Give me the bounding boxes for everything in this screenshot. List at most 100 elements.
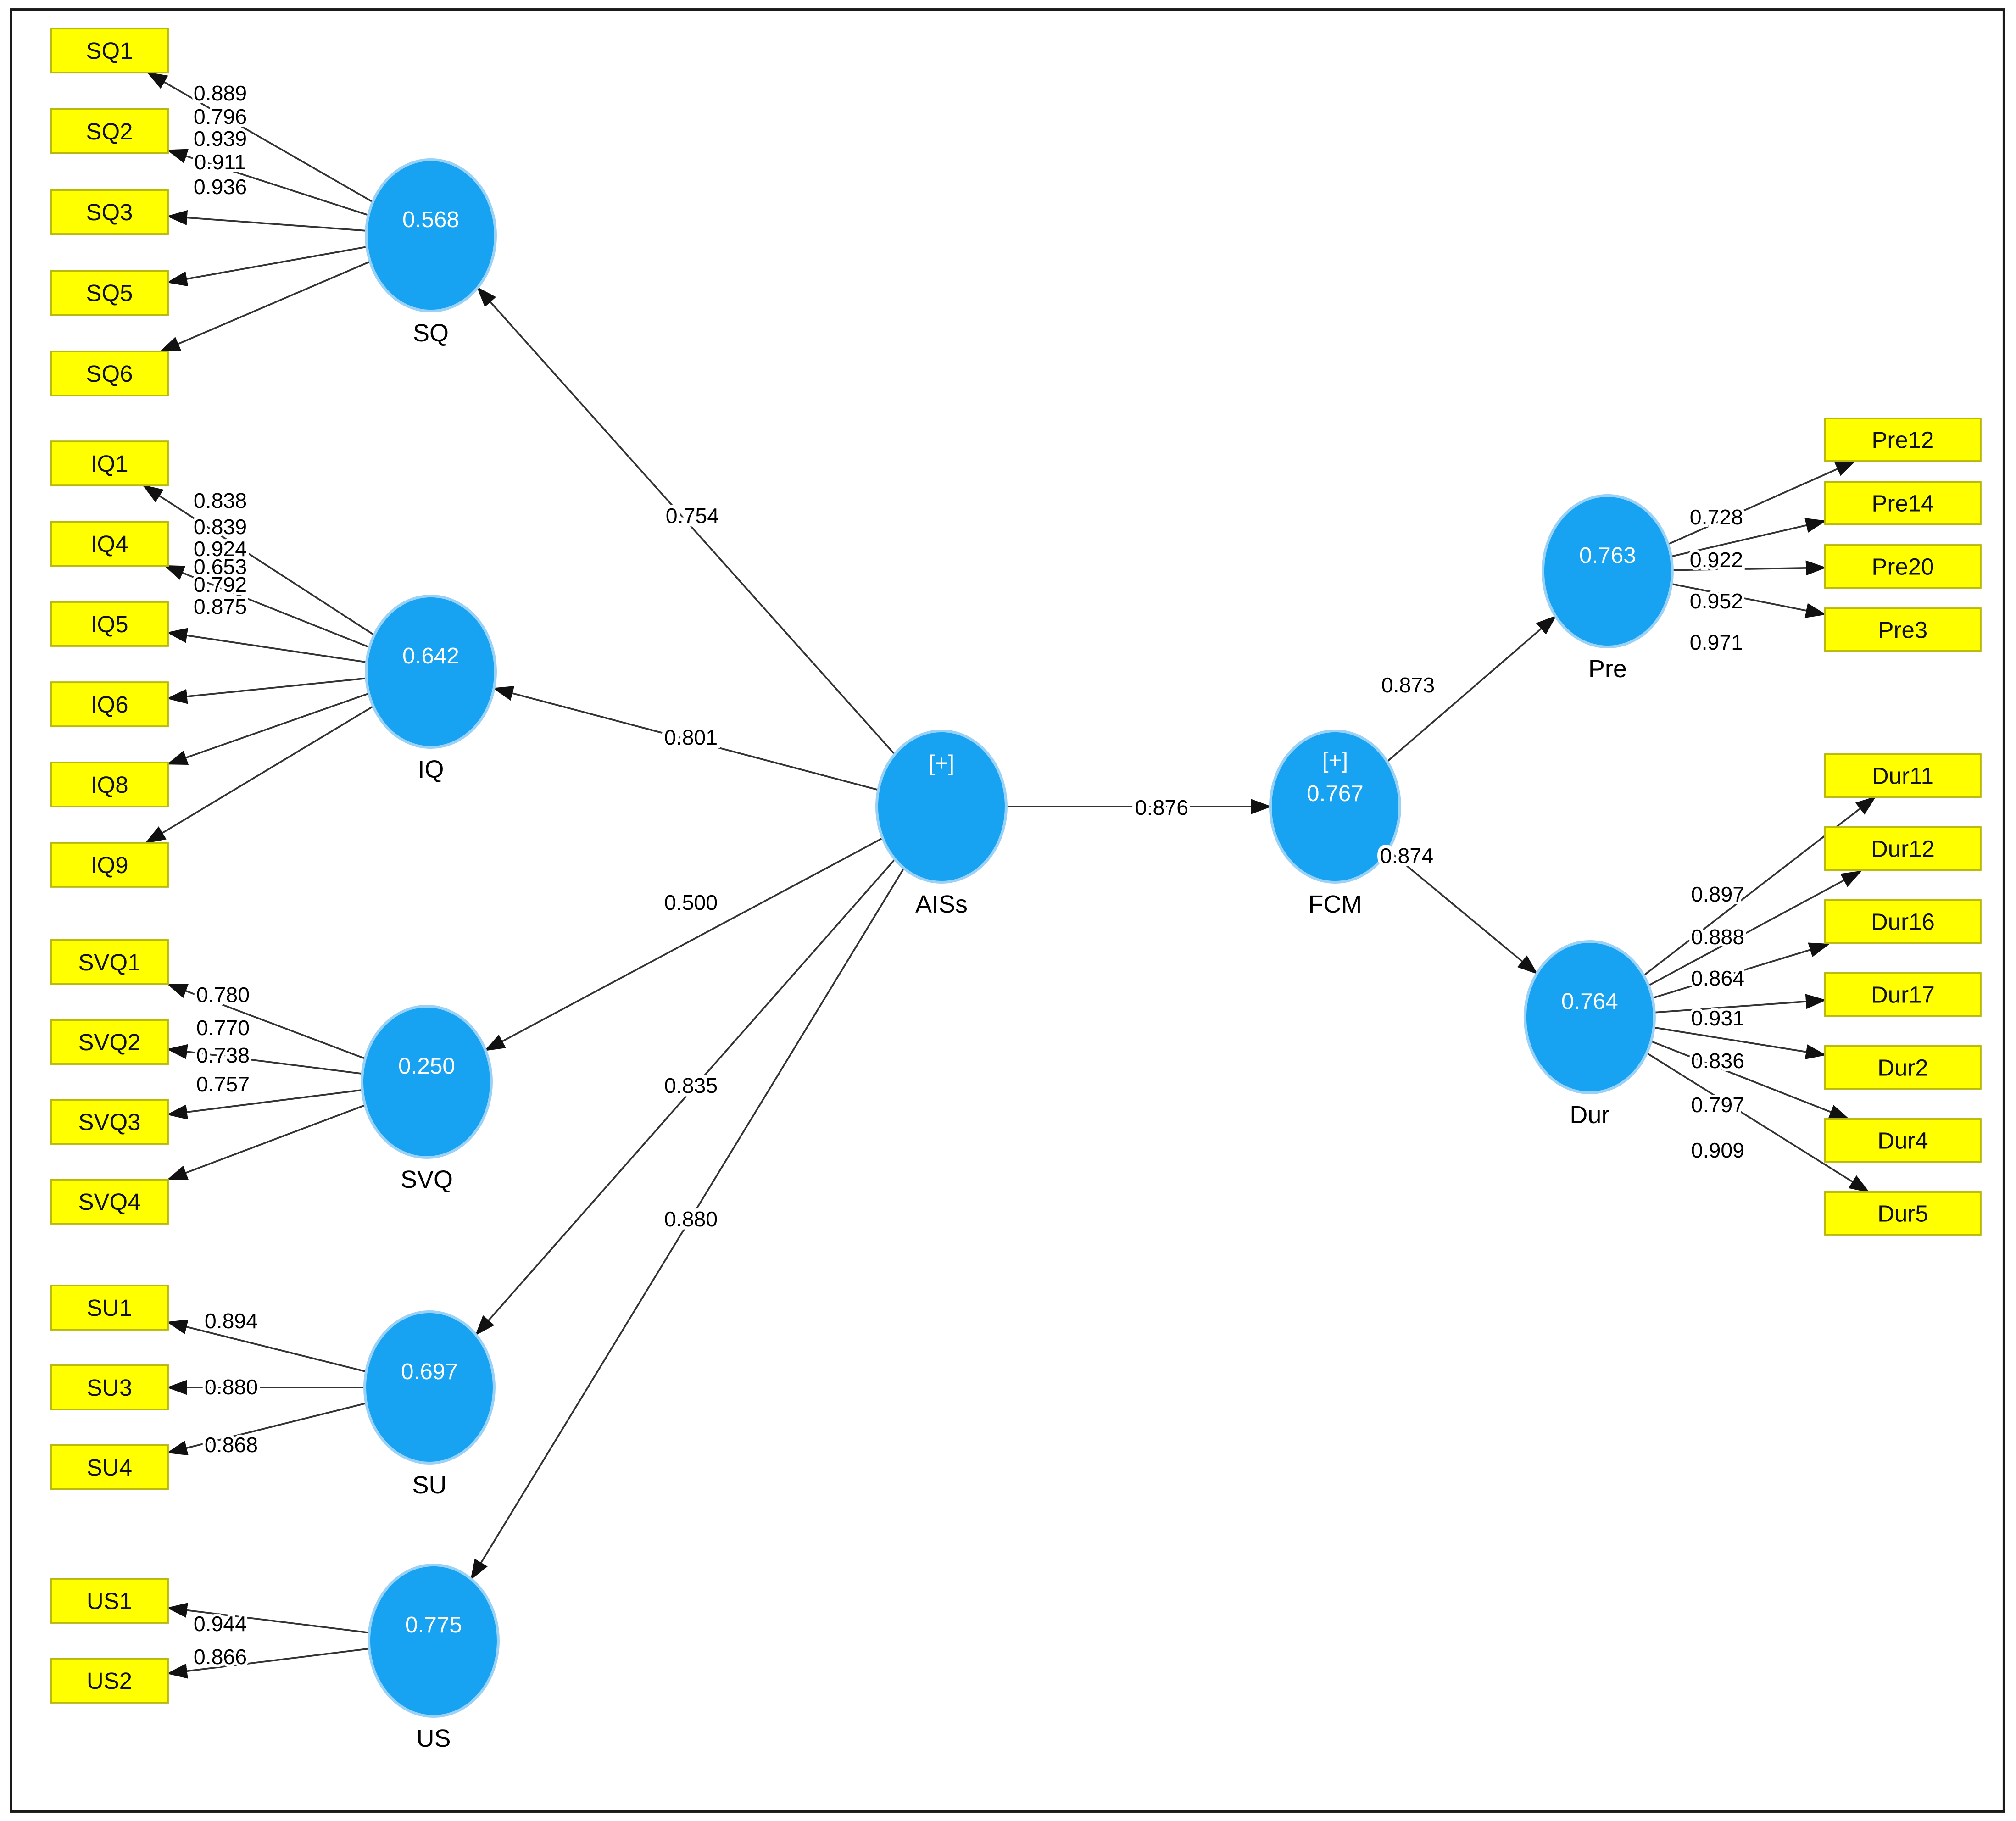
indicator-dur16-label: Dur16 <box>1871 908 1935 935</box>
edge-fcm-pre[interactable] <box>1387 615 1557 763</box>
indicator-dur4-box[interactable] <box>1824 1118 1982 1163</box>
edge-svq-svq1[interactable] <box>167 983 366 1060</box>
edge-aiss-us[interactable] <box>470 868 905 1581</box>
edge-iq-iq9[interactable] <box>145 705 374 844</box>
edge-sq-sq1[interactable] <box>146 72 373 203</box>
construct-su-node[interactable] <box>363 1310 496 1465</box>
indicator-sq1-label: SQ1 <box>86 38 133 64</box>
indicator-iq4-box[interactable] <box>50 521 169 567</box>
indicator-us1-box[interactable] <box>50 1578 169 1624</box>
indicator-us2-box[interactable] <box>50 1658 169 1704</box>
indicator-sq3-box[interactable] <box>50 189 169 235</box>
edge-us-us1[interactable] <box>167 1603 370 1634</box>
edge-svq-svq3[interactable] <box>167 1089 363 1120</box>
indicator-svq4-box[interactable] <box>50 1179 169 1225</box>
indicator-dur5-box[interactable] <box>1824 1191 1982 1236</box>
loading-su1: 0.894 <box>205 1309 258 1333</box>
indicator-iq5-box[interactable] <box>50 601 169 647</box>
edge-sq-sq5[interactable] <box>167 246 367 287</box>
edge-svq-svq2[interactable] <box>167 1044 363 1075</box>
measurement-paths <box>142 72 1877 1679</box>
edge-dur-dur5[interactable] <box>1646 1052 1870 1193</box>
construct-dur-label: Dur <box>1570 1101 1609 1129</box>
indicator-su4-box[interactable] <box>50 1444 169 1490</box>
construct-iq-label: IQ <box>418 756 444 783</box>
construct-pre-value: 0.763 <box>1579 543 1636 568</box>
edge-svq-svq4[interactable] <box>167 1104 366 1181</box>
construct-aiss-node[interactable] <box>875 730 1008 884</box>
indicator-svq3-box[interactable] <box>50 1099 169 1145</box>
edge-dur-dur17[interactable] <box>1654 994 1827 1014</box>
edge-fcm-dur[interactable] <box>1387 849 1538 975</box>
loading-labels: 0.889 0.796 0.939 0.911 0.936 0.838 0.83… <box>191 78 1747 1671</box>
edge-dur-dur11[interactable] <box>1643 796 1877 976</box>
edge-pre-pre14[interactable] <box>1671 518 1827 557</box>
indicator-pre12-box[interactable] <box>1824 418 1982 462</box>
indicator-dur11-box[interactable] <box>1824 753 1982 798</box>
construct-sq-value: 0.568 <box>402 207 459 232</box>
indicator-su1-label: SU1 <box>87 1295 132 1321</box>
edge-sq-sq6[interactable] <box>159 261 371 352</box>
edge-dur-dur12[interactable] <box>1648 870 1862 986</box>
indicator-su1-box[interactable] <box>50 1285 169 1331</box>
indicator-sq2-box[interactable] <box>50 108 169 154</box>
edge-iq-iq5[interactable] <box>167 628 367 663</box>
indicator-dur12-box[interactable] <box>1824 826 1982 871</box>
edge-dur-dur4[interactable] <box>1651 1040 1850 1120</box>
edge-aiss-su[interactable] <box>475 858 896 1336</box>
indicator-iq1-label: IQ1 <box>90 451 128 477</box>
edge-aiss-sq[interactable] <box>476 286 896 755</box>
indicator-iq8-box[interactable] <box>50 762 169 807</box>
construct-svq-node[interactable] <box>360 1004 493 1159</box>
edge-iq-iq1[interactable] <box>142 484 375 636</box>
edge-aiss-svq[interactable] <box>484 837 883 1051</box>
construct-iq-node[interactable] <box>364 595 497 749</box>
indicator-pre14-box[interactable] <box>1824 481 1982 525</box>
indicator-iq6-box[interactable] <box>50 681 169 728</box>
construct-sq-node[interactable] <box>364 158 497 313</box>
edge-dur-dur2[interactable] <box>1654 1026 1827 1059</box>
loading-us1: 0.944 <box>194 1612 247 1636</box>
loading-dur11: 0.897 <box>1691 882 1744 906</box>
construct-dur-node[interactable] <box>1523 940 1656 1094</box>
indicator-dur16-box[interactable] <box>1824 899 1982 944</box>
indicator-pre12-label: Pre12 <box>1871 427 1934 453</box>
indicator-dur2-box[interactable] <box>1824 1045 1982 1090</box>
edge-sq-sq2[interactable] <box>167 149 369 216</box>
indicator-pre20-box[interactable] <box>1824 544 1982 589</box>
indicator-sq1-box[interactable] <box>50 28 169 74</box>
indicator-iq1-box[interactable] <box>50 440 169 487</box>
edge-iq-iq6[interactable] <box>167 677 367 704</box>
edge-iq-iq4[interactable] <box>163 565 370 648</box>
construct-dur-value: 0.764 <box>1561 989 1618 1014</box>
edge-aiss-iq[interactable] <box>492 686 879 791</box>
edge-su-su4[interactable] <box>167 1402 367 1456</box>
indicator-iq9-box[interactable] <box>50 841 169 888</box>
construct-fcm-node[interactable] <box>1269 730 1401 884</box>
indicator-su3-box[interactable] <box>50 1364 169 1410</box>
loading-su4: 0.868 <box>205 1433 258 1457</box>
edge-iq-iq8[interactable] <box>167 692 369 765</box>
indicator-pre3-box[interactable] <box>1824 607 1982 652</box>
indicator-svq1-box[interactable] <box>50 939 169 985</box>
construct-us-node[interactable] <box>367 1563 500 1718</box>
loading-pre12: 0.728 <box>1690 505 1743 529</box>
loading-iq4: 0.839 <box>194 515 247 539</box>
indicator-sq6-box[interactable] <box>50 350 169 396</box>
indicator-dur17-box[interactable] <box>1824 972 1982 1017</box>
coef-aiss-fcm: 0.876 <box>1135 796 1188 819</box>
edge-su-su1[interactable] <box>167 1319 367 1373</box>
indicator-sq5-box[interactable] <box>50 270 169 316</box>
edge-pre-pre20[interactable] <box>1672 560 1827 576</box>
indicator-sq3-label: SQ3 <box>86 199 133 225</box>
construct-pre-node[interactable] <box>1541 494 1674 649</box>
indicator-svq3-label: SVQ3 <box>78 1109 140 1135</box>
edge-pre-pre12[interactable] <box>1667 460 1856 545</box>
edge-sq-sq3[interactable] <box>166 210 367 232</box>
edge-dur-dur16[interactable] <box>1652 942 1830 999</box>
indicator-svq2-box[interactable] <box>50 1019 169 1065</box>
edge-us-us2[interactable] <box>167 1648 370 1679</box>
loading-sq5: 0.911 <box>195 150 246 174</box>
edge-pre-pre3[interactable] <box>1671 583 1827 618</box>
